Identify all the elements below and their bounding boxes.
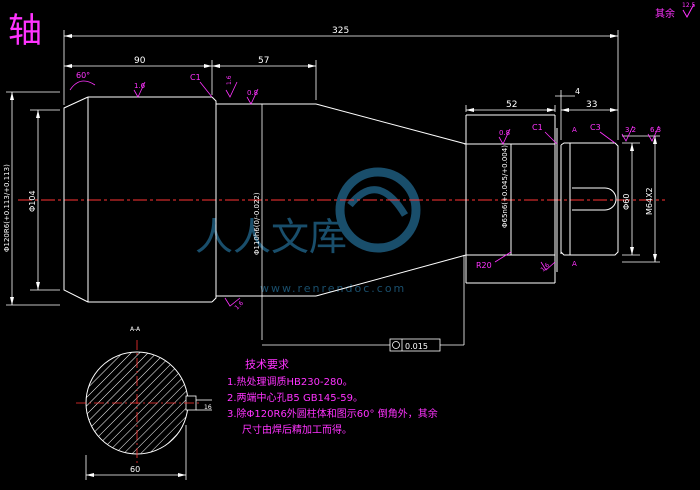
section-key-dim: 16 — [204, 404, 212, 411]
corner-note: 其余 — [655, 7, 675, 20]
drawing-title: 轴 — [8, 11, 42, 51]
dim-52: 52 — [506, 100, 517, 110]
runout-tolerance-frame: 0.015 — [389, 338, 441, 352]
dim-thread: M64X2 — [645, 187, 654, 215]
angle-cone: 60° — [76, 71, 90, 80]
roughness-4: 6.3 — [650, 126, 661, 134]
dimension-arrows — [10, 34, 657, 305]
corner-roughness-symbol: 12.5 — [682, 2, 696, 19]
section-view: A-A 16 60 — [76, 326, 212, 480]
dim-57: 57 — [258, 56, 269, 66]
roughness-1: 1.6 — [134, 82, 146, 90]
dim-dia-60: Φ60 — [622, 194, 631, 210]
watermark-brand: 人人文库 — [195, 215, 347, 259]
radius-r20: R20 — [476, 261, 492, 270]
dim-33: 33 — [586, 100, 597, 110]
chamfer-c1-right: C1 — [532, 123, 543, 132]
roughness-6: 3.2 — [625, 126, 636, 134]
tech-item-3: 3.除Φ120R6外圆柱体和图示60° 倒角外，其余 — [227, 407, 438, 420]
dimension-texts: 325 90 57 52 4 33 Φ104 Φ120R6(+0.113/+0.… — [3, 26, 654, 255]
watermark-logo — [335, 167, 421, 253]
roughness-2: 0.8 — [247, 89, 258, 97]
roughness-symbols — [69, 80, 660, 307]
chamfer-c3: C3 — [590, 123, 601, 132]
dim-dia-104: Φ104 — [28, 190, 37, 212]
tech-requirements: 技术要求 1.热处理调质HB230-280。 2.两端中心孔B5 GB145-5… — [227, 358, 438, 436]
runout-symbol-icon — [392, 341, 400, 349]
shaft-outline — [63, 96, 619, 303]
dim-dia-65: Φ65n6(+0.045/+0.004) — [501, 145, 509, 228]
watermark-url: www.renrendoc.com — [260, 282, 406, 295]
section-mark-a-bottom: A — [572, 260, 577, 268]
roughness-labels: 60° 1.6 C1 1.6 0.8 0.8 C1 C3 A A 3.2 6.3… — [76, 71, 661, 311]
roughness-3: 0.8 — [499, 129, 510, 137]
dimension-lines — [6, 30, 660, 346]
corner-roughness-value: 12.5 — [682, 2, 696, 9]
section-label: A-A — [130, 326, 141, 333]
roughness-8: 1.6 — [226, 75, 233, 85]
tech-item-2: 2.两端中心孔B5 GB145-59。 — [227, 391, 363, 404]
dim-90: 90 — [134, 56, 146, 66]
section-width-dim: 60 — [130, 465, 140, 474]
dim-dia-110: Φ110h6(0/-0.022) — [253, 192, 261, 255]
tech-heading: 技术要求 — [245, 358, 289, 371]
dim-dia-120: Φ120R6(+0.113/+0.113) — [3, 164, 11, 252]
runout-value: 0.015 — [405, 342, 428, 351]
watermark: 人人文库 www.renrendoc.com — [195, 167, 421, 295]
tech-item-1: 1.热处理调质HB230-280。 — [227, 375, 353, 388]
roughness-7: 1.6 — [539, 262, 551, 274]
roughness-5: 1.6 — [233, 300, 245, 312]
dim-total-length: 325 — [332, 26, 349, 36]
chamfer-c1-left: C1 — [190, 73, 201, 82]
section-mark-a-top: A — [572, 126, 577, 134]
tech-item-4: 尺寸由焊后精加工而得。 — [242, 423, 352, 436]
dim-4: 4 — [575, 87, 580, 96]
